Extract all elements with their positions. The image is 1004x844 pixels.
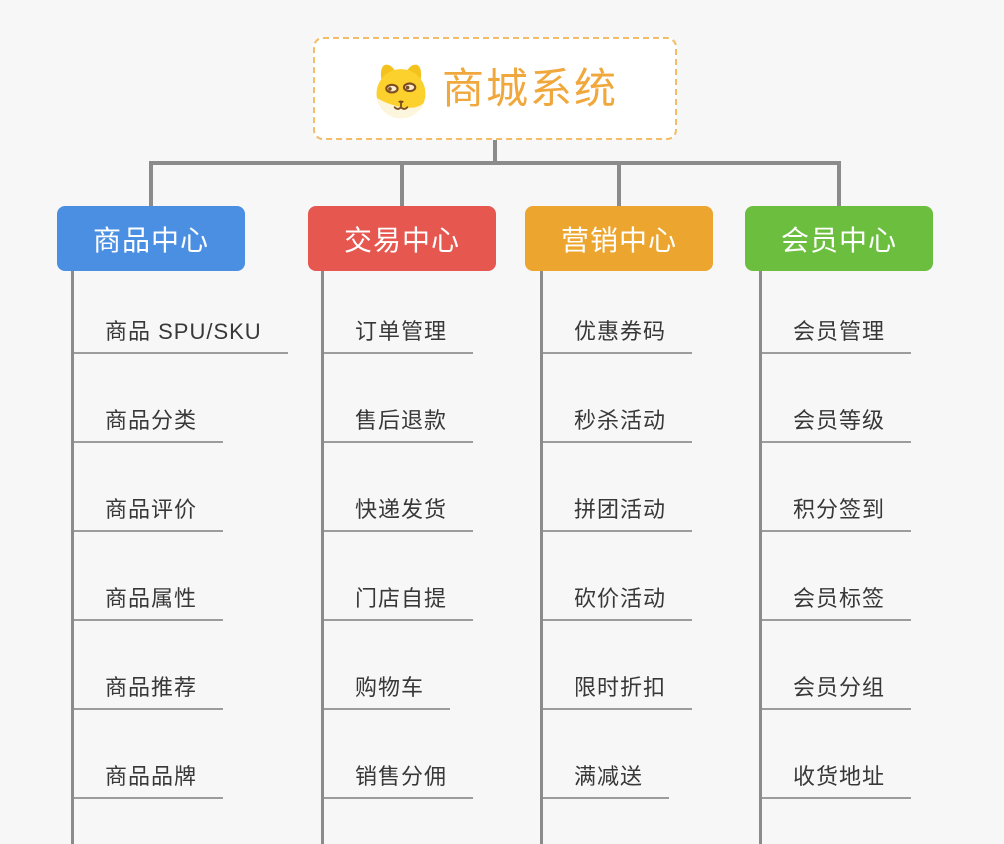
subtopic-node[interactable]: 商品评价: [74, 494, 224, 532]
subtopic-node[interactable]: 砍价活动: [543, 583, 693, 621]
connector-drop-3: [617, 161, 621, 207]
shiba-dog-icon: [372, 61, 430, 119]
branch-node-4[interactable]: 会员中心: [745, 206, 933, 271]
subtopic-node[interactable]: 积分签到: [762, 494, 912, 532]
subtopic-node[interactable]: 商品属性: [74, 583, 224, 621]
branch-column-1: 商品 SPU/SKU 商品分类商品评价商品属性商品推荐商品品牌: [71, 271, 288, 844]
branch-column-2: 订单管理售后退款快递发货门店自提购物车销售分佣: [321, 271, 474, 844]
connector-drop-1: [149, 161, 153, 207]
subtopic-node[interactable]: 会员标签: [762, 583, 912, 621]
subtopic-node[interactable]: 限时折扣: [543, 672, 693, 710]
branch-node-1[interactable]: 商品中心: [57, 206, 245, 271]
subtopic-node[interactable]: 会员管理: [762, 316, 912, 354]
subtopic-node[interactable]: 秒杀活动: [543, 405, 693, 443]
subtopic-node[interactable]: 商品品牌: [74, 761, 224, 799]
connector-bus: [149, 161, 841, 165]
connector-drop-2: [400, 161, 404, 207]
subtopic-node[interactable]: 购物车: [324, 672, 451, 710]
subtopic-node[interactable]: 商品推荐: [74, 672, 224, 710]
subtopic-node[interactable]: 门店自提: [324, 583, 474, 621]
subtopic-node[interactable]: 售后退款: [324, 405, 474, 443]
subtopic-node[interactable]: 满减送: [543, 761, 670, 799]
connector-root-stub: [493, 140, 497, 165]
subtopic-node[interactable]: 会员等级: [762, 405, 912, 443]
subtopic-node[interactable]: 订单管理: [324, 316, 474, 354]
subtopic-node[interactable]: 商品分类: [74, 405, 224, 443]
subtopic-node[interactable]: 拼团活动: [543, 494, 693, 532]
root-title: 商城系统: [441, 64, 618, 112]
subtopic-node[interactable]: 会员分组: [762, 672, 912, 710]
branch-node-3[interactable]: 营销中心: [525, 206, 713, 271]
subtopic-node[interactable]: 快递发货: [324, 494, 474, 532]
subtopic-node[interactable]: 商品 SPU/SKU: [74, 316, 288, 354]
branch-node-2[interactable]: 交易中心: [308, 206, 496, 271]
branch-column-3: 优惠券码秒杀活动拼团活动砍价活动限时折扣满减送: [540, 271, 693, 844]
subtopic-node[interactable]: 收货地址: [762, 761, 912, 799]
root-node[interactable]: 商城系统: [313, 37, 677, 140]
subtopic-node[interactable]: 销售分佣: [324, 761, 474, 799]
subtopic-node[interactable]: 优惠券码: [543, 316, 693, 354]
connector-drop-4: [837, 161, 841, 207]
branch-column-4: 会员管理会员等级积分签到会员标签会员分组收货地址: [759, 271, 912, 844]
